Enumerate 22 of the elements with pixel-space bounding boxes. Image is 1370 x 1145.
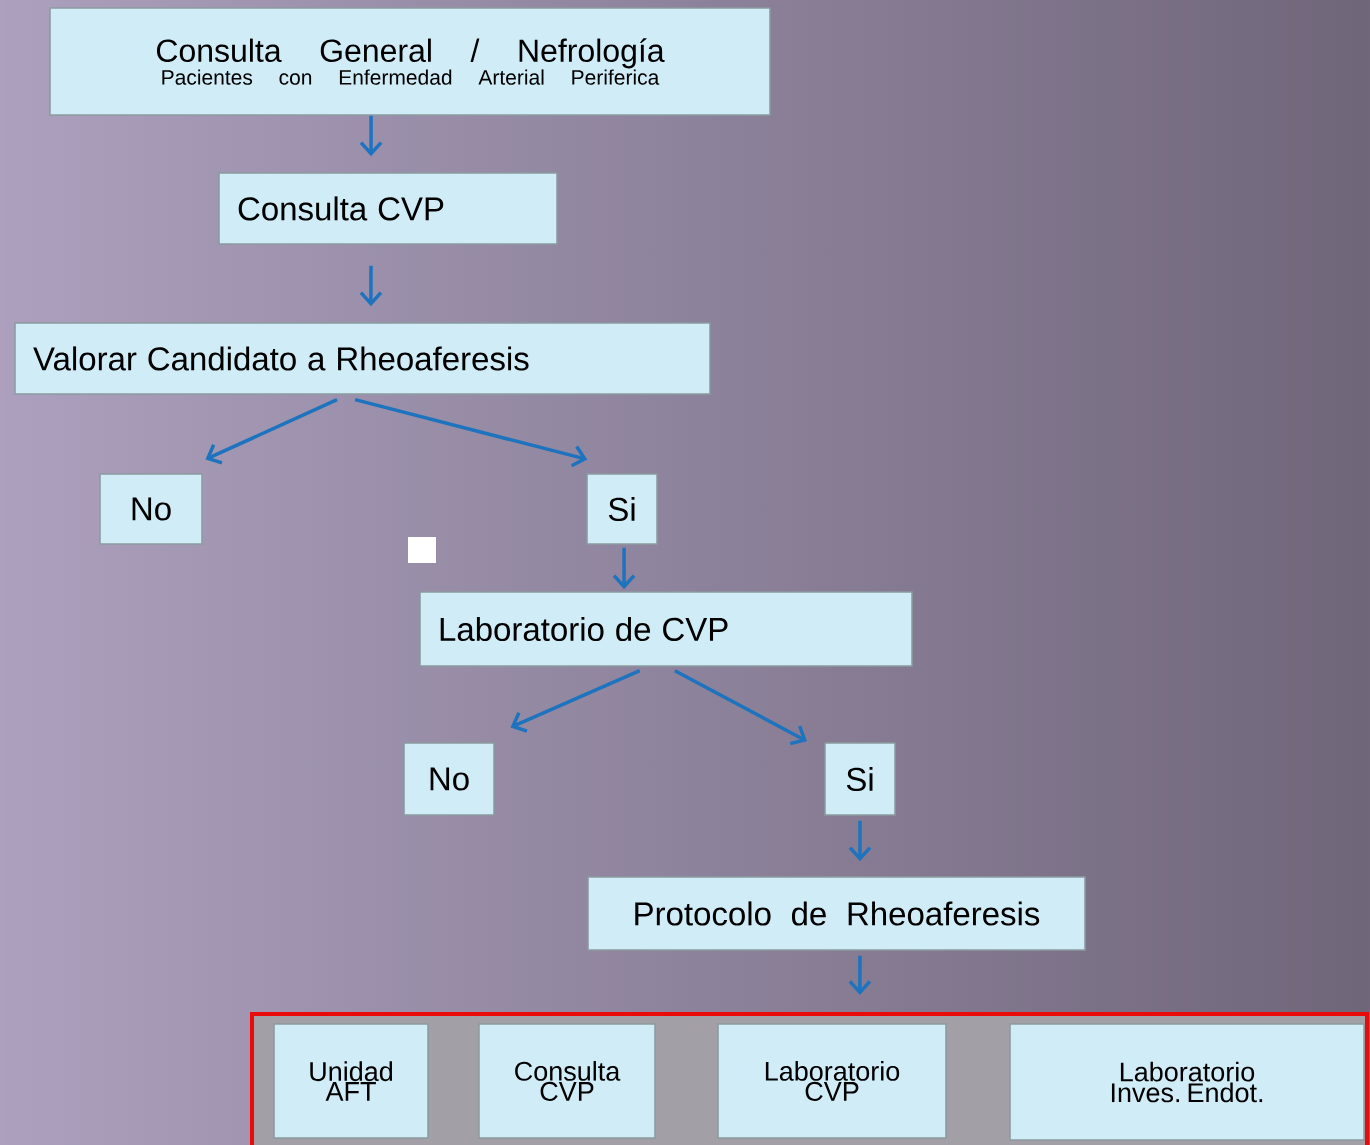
process-box: Si bbox=[824, 742, 896, 816]
arrow bbox=[848, 955, 872, 995]
process-box: Si bbox=[586, 473, 658, 545]
process-box: No bbox=[99, 473, 203, 545]
process-box: No bbox=[403, 742, 495, 816]
process-box: Laboratorio CVP bbox=[717, 1023, 947, 1139]
arrow bbox=[359, 115, 383, 157]
process-box: Consulta CVP bbox=[218, 172, 558, 245]
arrow bbox=[205, 398, 338, 465]
process-box: Consulta General / Nefrología Pacientes con Enfermedad Arterial Periferica bbox=[49, 7, 771, 116]
arrow bbox=[612, 547, 636, 590]
process-box: Protocolo de Rheoaferesis bbox=[587, 876, 1086, 951]
arrow bbox=[510, 669, 641, 733]
process-box: Laboratorio de CVP bbox=[419, 591, 913, 667]
process-box: Unidad AFT bbox=[273, 1023, 429, 1139]
arrow bbox=[359, 265, 383, 307]
process-box: Laboratorio Inves. Endot. bbox=[1009, 1023, 1365, 1141]
process-box: Consulta CVP bbox=[478, 1023, 656, 1139]
process-box: Valorar Candidato a Rheoaferesis bbox=[14, 322, 711, 395]
arrow bbox=[354, 397, 588, 468]
arrow bbox=[848, 820, 872, 862]
arrow bbox=[674, 669, 807, 746]
